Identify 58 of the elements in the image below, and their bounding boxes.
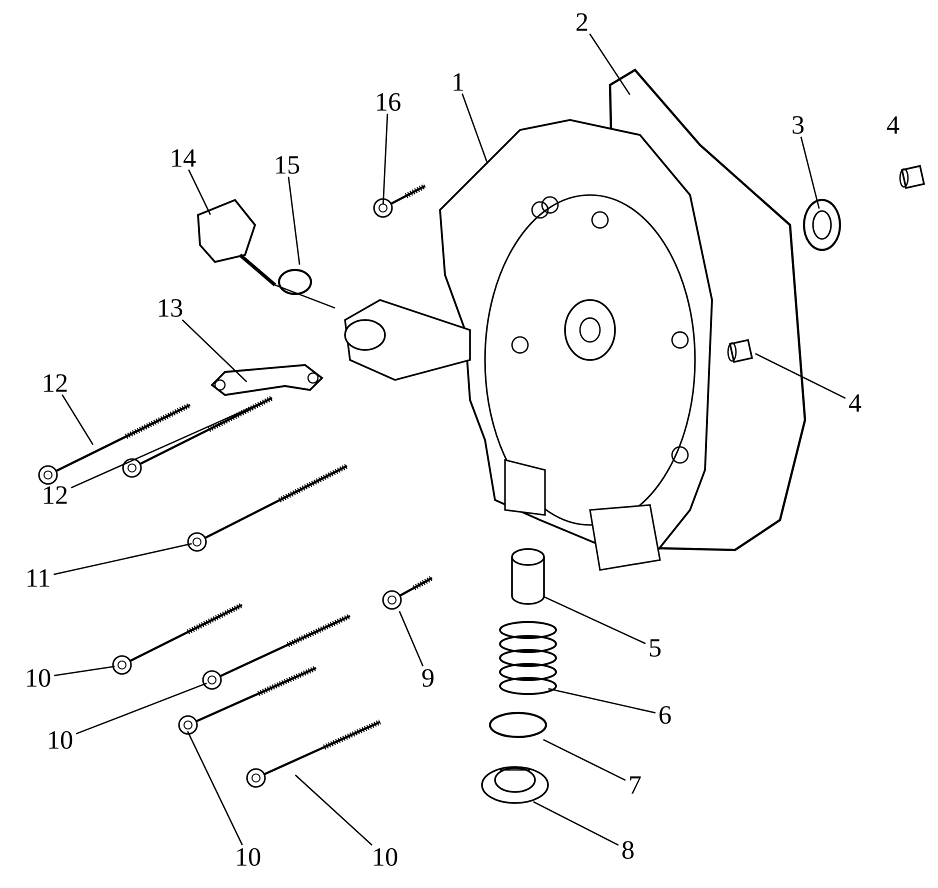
o-ring-drawing [278, 268, 312, 296]
callout-number: 4 [848, 394, 862, 412]
leader-line [589, 33, 630, 96]
leader-line [548, 688, 656, 714]
leader-line [543, 739, 626, 781]
callout-number: 2 [576, 13, 588, 31]
bolt-drawing [122, 396, 274, 478]
leader-line [288, 176, 300, 265]
leader-line [462, 93, 488, 162]
leader-line [543, 596, 646, 644]
callout-number: 11 [28, 569, 50, 587]
callout-number: 6 [660, 706, 671, 724]
callout-number: 15 [276, 156, 300, 174]
callout-number: 10 [374, 848, 398, 866]
strainer-drawing [511, 548, 545, 605]
leader-line [800, 136, 820, 209]
leader-line [398, 611, 424, 666]
callout-number: 10 [49, 731, 72, 749]
callout-number: 5 [650, 639, 661, 657]
callout-number: 12 [44, 374, 67, 392]
callout-number: 1 [454, 73, 464, 91]
callout-number: 16 [377, 93, 400, 111]
leader-line [62, 394, 94, 445]
o-ring-drawing [488, 712, 548, 738]
bolt-drawing [178, 666, 318, 735]
bolt-drawing [246, 720, 382, 788]
bolt-drawing [373, 184, 426, 218]
oil-seal-drawing [802, 198, 842, 252]
drain-plug-drawing [481, 766, 549, 804]
callout-number: 12 [44, 486, 67, 504]
leader-line [294, 774, 372, 846]
callout-number: 7 [630, 776, 641, 794]
bolt-drawing [38, 402, 192, 485]
callout-number: 3 [792, 116, 804, 134]
callout-number: 10 [27, 669, 50, 687]
callout-number: 14 [172, 149, 196, 167]
crankcase-cover-drawing [344, 119, 713, 571]
leader-line [54, 666, 115, 676]
bolt-drawing [382, 576, 434, 610]
callout-number: 9 [422, 669, 434, 687]
spring-drawing [499, 621, 557, 695]
bolt-drawing [187, 464, 348, 552]
leader-line [70, 400, 265, 488]
leader-line [382, 114, 388, 205]
leader-line [186, 731, 243, 846]
leader-line [76, 682, 207, 734]
leader-line [54, 543, 192, 576]
leader-line [533, 801, 619, 846]
leader-line [182, 319, 248, 382]
bolt-drawing [112, 602, 244, 675]
bolt-drawing [202, 614, 352, 690]
leader-line [188, 169, 212, 215]
filler-cap-drawing [197, 198, 336, 309]
callout-number: 13 [159, 299, 182, 317]
leader-line [755, 353, 846, 399]
callout-number: 10 [237, 848, 260, 866]
callout-number: 8 [622, 841, 634, 859]
callout-number: 4 [886, 116, 900, 134]
